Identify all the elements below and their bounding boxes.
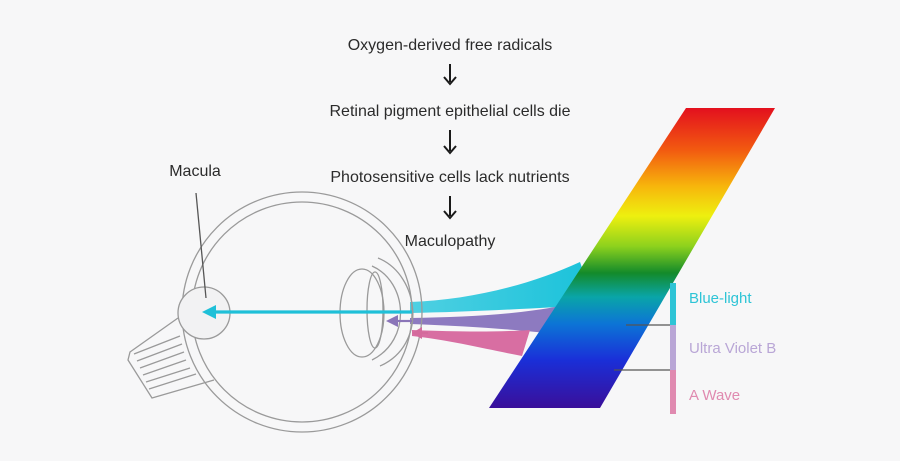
down-arrow-icon <box>443 64 457 86</box>
flow-step-3: Photosensitive cells lack nutrients <box>330 169 570 186</box>
blue-light-arrow <box>202 305 412 319</box>
uvb-arrow <box>386 315 412 327</box>
eye-diagram <box>127 191 423 433</box>
macula-label: Macula <box>169 163 221 180</box>
blue-light-beam <box>410 262 595 313</box>
uvb-beam <box>410 306 560 334</box>
blue-light-label: Blue-light <box>689 290 752 307</box>
uvb-label: Ultra Violet B <box>689 340 777 357</box>
down-arrow-icon <box>443 196 457 220</box>
light-spectrum-prism <box>489 108 775 408</box>
uvb-bar <box>670 325 676 370</box>
flow-step-1: Oxygen-derived free radicals <box>347 37 553 54</box>
flow-step-2: Retinal pigment epithelial cells die <box>329 103 571 120</box>
flow-step-4: Maculopathy <box>404 233 496 250</box>
down-arrow-icon <box>443 130 457 155</box>
blue-light-bar <box>670 283 676 325</box>
legend-bars <box>614 283 676 414</box>
flow-arrows <box>443 64 457 220</box>
light-beams <box>410 262 595 356</box>
a-wave-bar <box>670 370 676 414</box>
a-wave-arrow <box>412 327 428 339</box>
eye-arrows <box>202 305 428 339</box>
a-wave-label: A Wave <box>689 387 741 404</box>
a-wave-beam <box>412 330 530 356</box>
